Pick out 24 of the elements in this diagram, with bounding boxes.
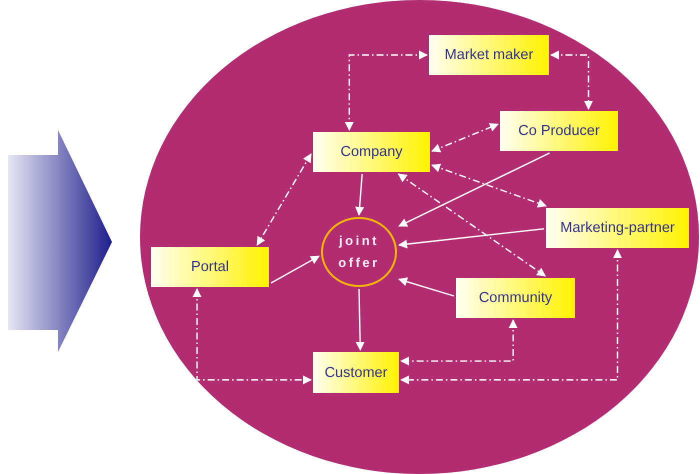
offer-circle: joint offer	[321, 217, 397, 287]
role-box: Portal	[151, 247, 269, 287]
role-box: Marketing-partner	[546, 208, 689, 248]
arrow	[256, 153, 312, 246]
big-arrow	[8, 130, 112, 352]
arrow	[431, 164, 547, 208]
role-box: Community	[456, 278, 575, 318]
role-box: Company	[313, 132, 430, 172]
arrow	[398, 173, 546, 277]
arrow	[550, 50, 593, 110]
arrow	[192, 288, 312, 384]
arrow	[344, 50, 428, 131]
arrow	[270, 256, 320, 284]
arrow	[398, 228, 544, 249]
arrow	[355, 174, 364, 216]
role-box: Market maker	[429, 35, 549, 75]
role-box: Co Producer	[500, 111, 618, 151]
arrow	[356, 288, 365, 351]
arrow	[431, 123, 499, 152]
arrow	[400, 319, 518, 366]
role-box: Customer	[313, 352, 399, 393]
arrow	[398, 277, 454, 297]
arrow	[400, 249, 622, 384]
arrow	[398, 152, 550, 227]
